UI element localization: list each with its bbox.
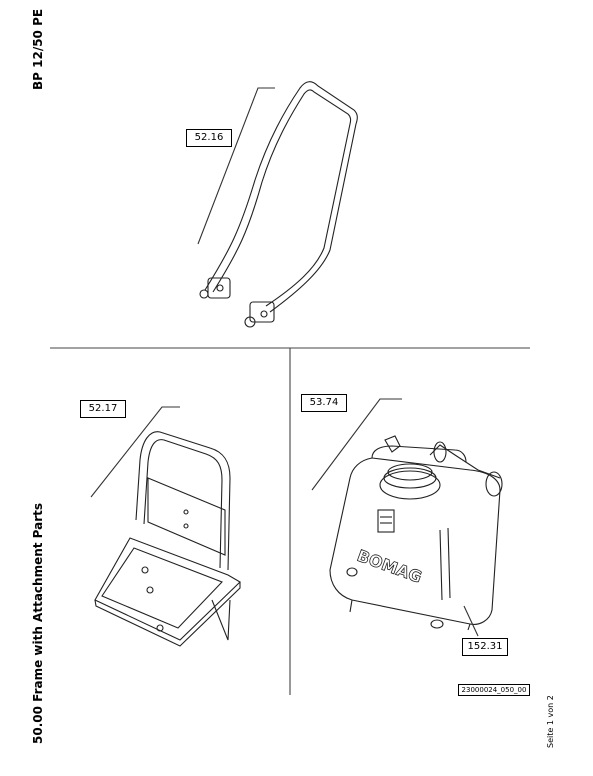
handle-bar-drawing	[197, 81, 358, 328]
model-title: BP 12/50 PE	[31, 8, 45, 90]
section-title: 50.00 Frame with Attachment Parts	[31, 502, 45, 744]
callout-tank-fitting: 152.31	[462, 638, 508, 656]
page-number: Seite 1 von 2	[546, 695, 555, 748]
callout-handle-bar: 52.16	[186, 129, 232, 147]
drawing-number: 23000024_050_00	[458, 684, 530, 696]
water-tank-drawing	[311, 398, 503, 637]
callout-frame: 52.17	[80, 400, 126, 418]
frame-drawing	[90, 406, 241, 647]
tank-brand-lettering: BOMAG	[355, 546, 425, 587]
callout-water-tank: 53.74	[301, 394, 347, 412]
